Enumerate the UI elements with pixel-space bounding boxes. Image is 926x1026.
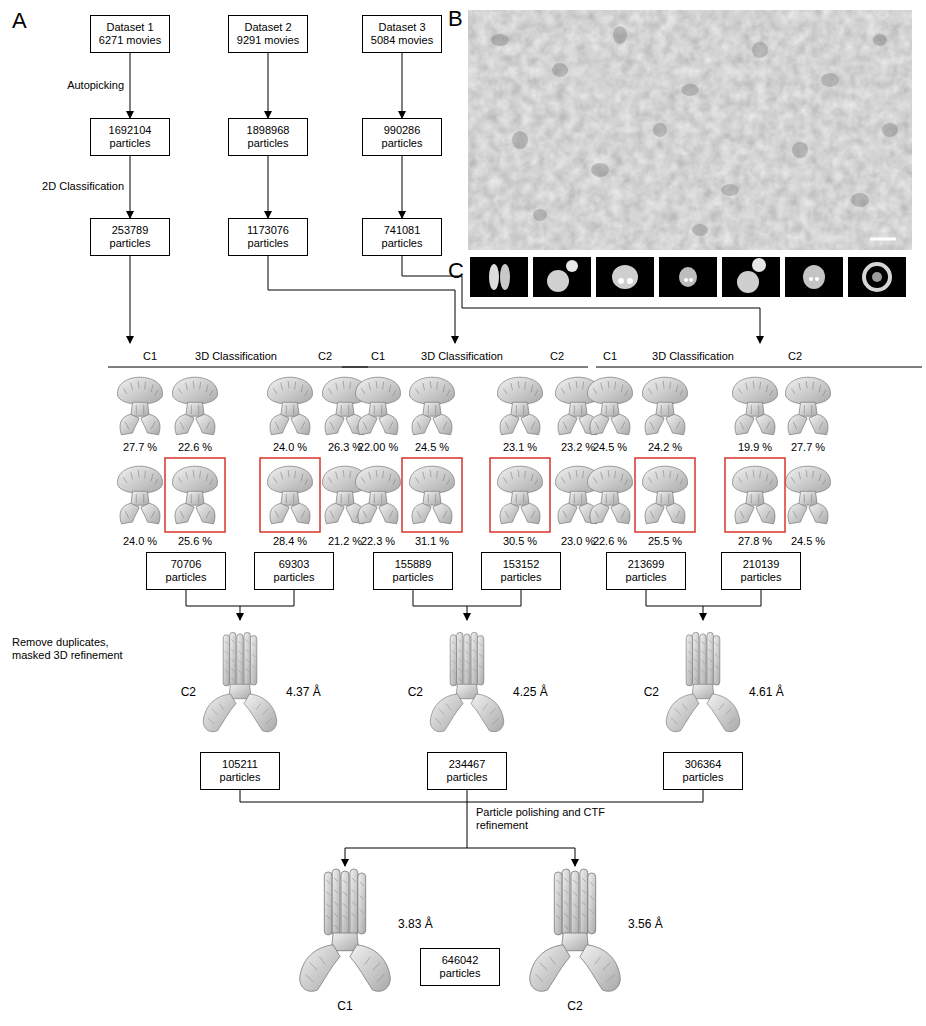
resolution-label: 4.25 Å [513,686,548,700]
flow-arrow [402,156,403,218]
step-label: 2D Classification [42,180,124,193]
class-percentage: 24.2 % [648,441,682,454]
class-percentage: 25.5 % [648,535,682,548]
step-label: 3D Classification [421,350,503,363]
resolution-label: 3.56 Å [628,918,663,932]
particle-box: 105211 particles [200,752,280,790]
class-percentage: 26.3 % [328,441,362,454]
class-percentage: 27.7 % [791,441,825,454]
class-percentage: 22.6 % [593,535,627,548]
class-percentage: 22.6 % [178,441,212,454]
step-label: 3D Classification [195,350,277,363]
particle-box: 210139 particles [721,552,801,590]
flow-arrow [130,156,131,218]
box-text: 253789 particles [97,224,163,250]
class-percentage: 21.2 % [328,535,362,548]
particle-box: 213699 particles [606,552,686,590]
particle-box: 234467 particles [427,752,507,790]
box-text: 306364 particles [670,758,736,784]
particle-box: 1173076 particles [228,218,308,256]
particle-box: Dataset 2 9291 movies [228,15,308,53]
particle-box: 741081 particles [362,218,442,256]
step-label: Autopicking [67,79,124,92]
step-label: Particle polishing and CTF refinement [476,806,626,831]
box-text: 69303 particles [261,558,327,584]
resolution-label: 3.83 Å [398,918,433,932]
box-text: 70706 particles [153,558,219,584]
box-text: 155889 particles [380,558,446,584]
symmetry-label: C2 [567,1000,582,1014]
symmetry-label: C2 [550,350,564,363]
class-percentage: 27.8 % [738,535,772,548]
particle-box: Dataset 3 5084 movies [362,15,442,53]
class-percentage: 24.5 % [593,441,627,454]
class-percentage: 23.2 % [561,441,595,454]
flow-arrow [268,156,269,218]
box-text: 234467 particles [434,758,500,784]
class-percentage: 31.1 % [415,535,449,548]
class-percentage: 25.6 % [178,535,212,548]
symmetry-label: C2 [644,686,659,700]
particle-box: 70706 particles [146,552,226,590]
box-text: 210139 particles [728,558,794,584]
step-label: Remove duplicates, masked 3D refinement [12,636,136,661]
particle-box: 155889 particles [373,552,453,590]
box-text: 153152 particles [488,558,554,584]
panel-letter: A [12,8,27,33]
panel-letter: B [448,6,463,31]
box-text: Dataset 1 6271 movies [97,21,163,47]
class-percentage: 23.1 % [503,441,537,454]
symmetry-label: C1 [603,350,617,363]
box-text: 741081 particles [369,224,435,250]
flow-arrow [268,53,269,118]
box-text: 990286 particles [369,124,435,150]
symmetry-label: C2 [788,350,802,363]
box-text: 105211 particles [207,758,273,784]
class-percentage: 24.0 % [123,535,157,548]
particle-box: 646042 particles [420,948,500,986]
resolution-label: 4.37 Å [286,686,321,700]
box-text: 213699 particles [613,558,679,584]
class-percentage: 22.3 % [361,535,395,548]
particle-box: 990286 particles [362,118,442,156]
particle-box: 253789 particles [90,218,170,256]
class-percentage: 24.5 % [415,441,449,454]
class-percentage: 19.9 % [738,441,772,454]
particle-box: 153152 particles [481,552,561,590]
symmetry-label: C2 [181,686,196,700]
symmetry-label: C1 [337,1000,352,1014]
particle-box: 306364 particles [663,752,743,790]
class-percentage: 27.7 % [123,441,157,454]
box-text: 1692104 particles [97,124,163,150]
particle-box: 1898968 particles [228,118,308,156]
box-text: 1173076 particles [235,224,301,250]
class-percentage: 22.00 % [358,441,398,454]
symmetry-label: C2 [318,350,332,363]
class-percentage: 24.5 % [791,535,825,548]
class-percentage: 28.4 % [273,535,307,548]
resolution-label: 4.61 Å [749,686,784,700]
box-text: 646042 particles [427,954,493,980]
class-percentage: 30.5 % [503,535,537,548]
symmetry-label: C2 [408,686,423,700]
step-label: 3D Classification [652,350,734,363]
symmetry-label: C1 [371,350,385,363]
symmetry-label: C1 [143,350,157,363]
box-text: 1898968 particles [235,124,301,150]
particle-box: Dataset 1 6271 movies [90,15,170,53]
box-text: Dataset 2 9291 movies [235,21,301,47]
class-percentage: 23.0 % [561,535,595,548]
flow-arrow [130,53,131,118]
flow-arrow [402,53,403,118]
particle-box: 1692104 particles [90,118,170,156]
class-percentage: 24.0 % [273,441,307,454]
box-text: Dataset 3 5084 movies [369,21,435,47]
particle-box: 69303 particles [254,552,334,590]
panel-letter: C [448,258,464,283]
